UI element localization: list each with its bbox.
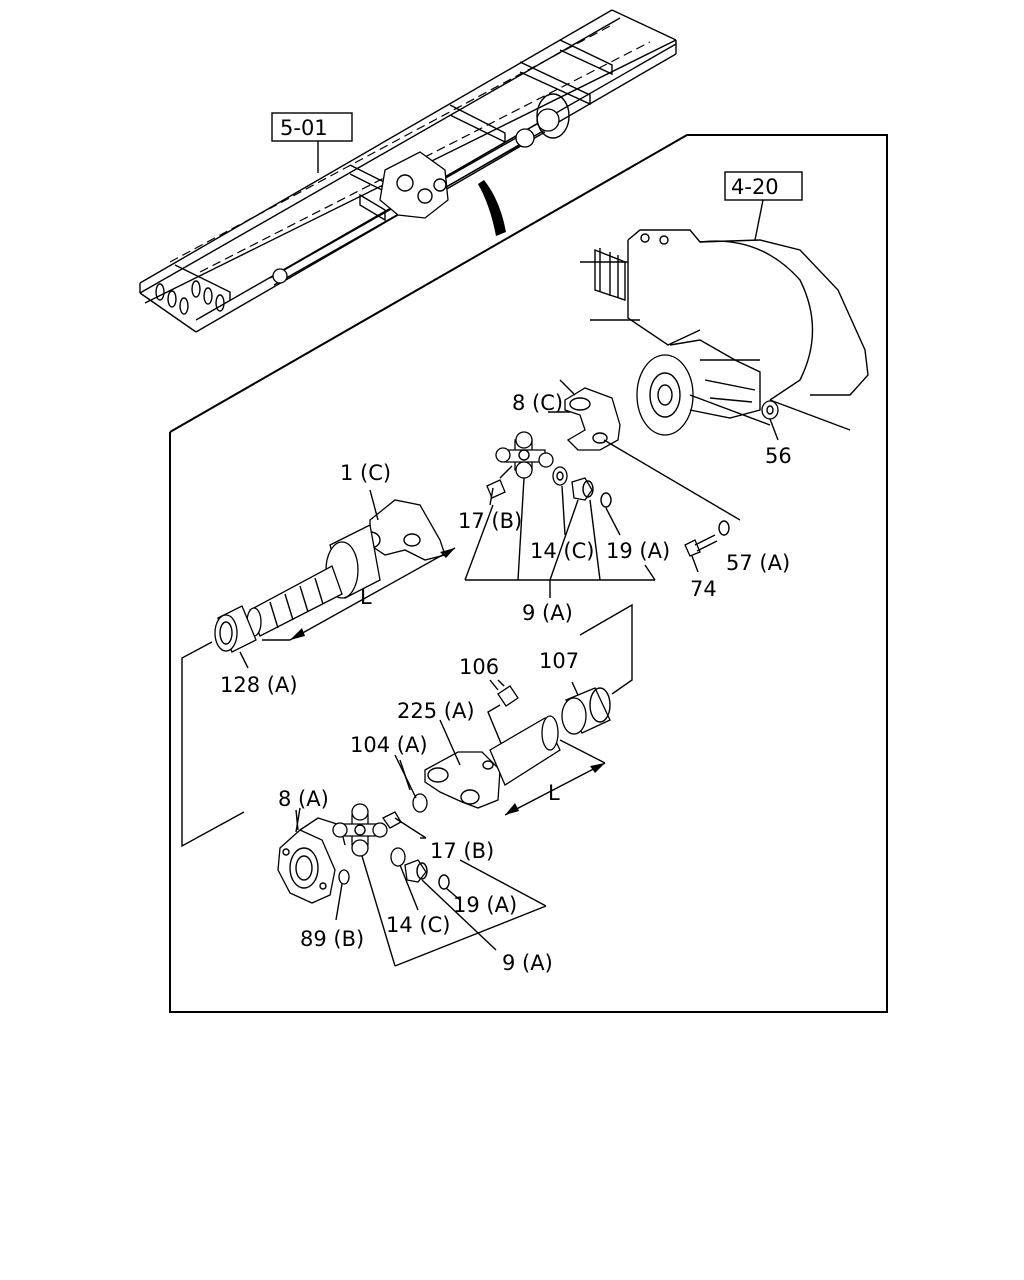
part-labels: 8 (C) 56 1 (C) 17 (B) 14 (C) 19 (A) 57 (… (220, 391, 792, 975)
bolt-and-washer (684, 520, 730, 573)
label-14c-bottom: 14 (C) (386, 913, 450, 937)
label-length-bottom: L (548, 781, 560, 805)
callout-arrow (478, 180, 506, 236)
label-8c: 8 (C) (512, 391, 563, 415)
leader-lines (295, 411, 656, 967)
label-56: 56 (765, 444, 792, 468)
label-17b-top: 17 (B) (458, 509, 522, 533)
label-128a: 128 (A) (220, 673, 298, 697)
lower-universal-joint (277, 803, 450, 921)
axle-ref-label: 4-20 (731, 175, 779, 199)
label-19a-top: 19 (A) (606, 539, 670, 563)
label-17b-bottom: 17 (B) (430, 839, 494, 863)
tube-yoke-225a (424, 679, 606, 816)
axle-ref-box: 4-20 (724, 171, 803, 241)
label-1c: 1 (C) (340, 461, 391, 485)
assembly-link-left (181, 641, 245, 848)
label-89b: 89 (B) (300, 927, 364, 951)
label-107: 107 (539, 649, 579, 673)
label-74: 74 (690, 577, 717, 601)
label-length-top: L (360, 585, 372, 609)
label-9a-top: 9 (A) (522, 601, 573, 625)
frame-ref-label: 5-01 (280, 116, 328, 140)
frame-ref-box: 5-01 (271, 112, 353, 173)
label-57a: 57 (A) (726, 551, 790, 575)
sleeve-107 (561, 681, 611, 735)
assembly-link-right (579, 603, 633, 695)
detail-frame (169, 134, 888, 1013)
slip-shaft-1c (246, 499, 456, 641)
label-19a-bottom: 19 (A) (453, 893, 517, 917)
plug-104a (399, 759, 428, 813)
dust-cover-128a (214, 605, 257, 669)
label-104a: 104 (A) (350, 733, 428, 757)
upper-universal-joint (486, 379, 741, 521)
label-106: 106 (459, 655, 499, 679)
axle-housing-illustration (580, 229, 869, 441)
chassis-frame-illustration (139, 9, 677, 333)
label-225a: 225 (A) (397, 699, 475, 723)
label-9a-bottom: 9 (A) (502, 951, 553, 975)
label-8a: 8 (A) (278, 787, 329, 811)
label-14c-top: 14 (C) (530, 539, 594, 563)
